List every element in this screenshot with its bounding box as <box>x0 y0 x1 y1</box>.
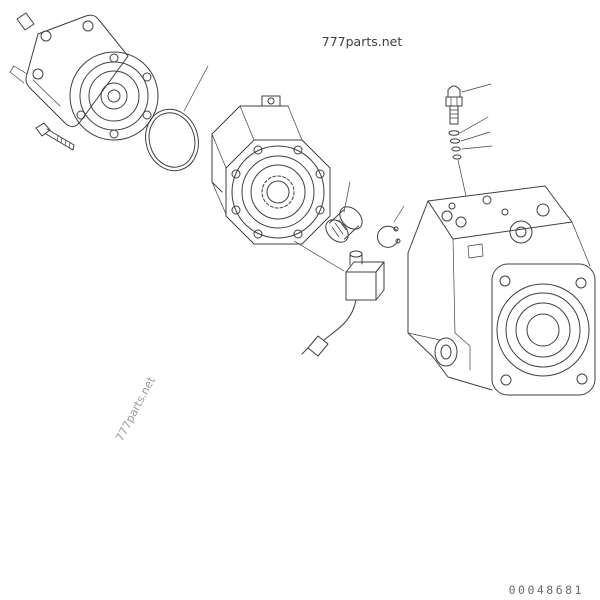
solenoid-wire <box>323 299 357 341</box>
site-watermark-top: 777parts.net <box>322 34 403 49</box>
washer-set <box>448 130 462 160</box>
site-watermark-rotated: 777parts.net <box>113 374 158 443</box>
bushing-leader-line <box>343 181 351 213</box>
bushing <box>325 181 363 243</box>
o-ring <box>145 65 209 172</box>
solenoid-leader-line <box>293 240 345 272</box>
part-number: 00048681 <box>509 583 584 597</box>
snap-ring-leader-line <box>393 205 405 223</box>
relief-valve-plug <box>445 83 493 197</box>
o-ring-leader-line <box>183 65 209 112</box>
main-pump-body <box>407 185 596 396</box>
relief-valve-leader-lines <box>457 83 493 197</box>
mounting-bolt <box>35 122 75 151</box>
gear-pump <box>9 12 159 141</box>
pump-housing <box>211 95 331 245</box>
wire-connector <box>301 335 329 357</box>
solenoid-valve <box>293 240 385 357</box>
snap-ring <box>377 205 405 248</box>
